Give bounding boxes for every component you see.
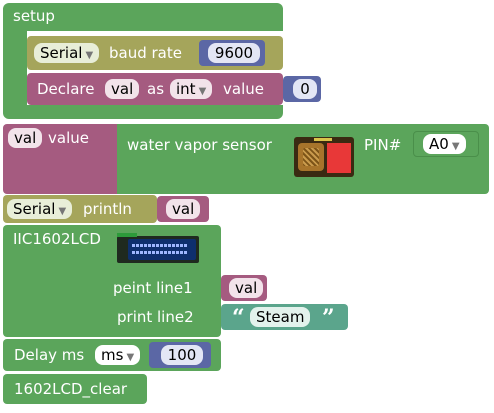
lcd-title: IIC1602LCD — [13, 230, 101, 248]
pin-dropdown[interactable]: A0▼ — [423, 134, 466, 154]
pin-value: A0 — [429, 135, 449, 153]
caret-down-icon: ▼ — [198, 86, 207, 97]
delay-unit-value: ms — [101, 346, 124, 364]
serial-baud-block[interactable]: Serial▼ baud rate 9600 — [27, 36, 283, 70]
baud-rate-label: baud rate — [109, 44, 182, 62]
delay-label: Delay ms — [14, 346, 85, 364]
println-value-field[interactable]: val — [166, 199, 201, 219]
caret-down-icon: ▼ — [126, 352, 135, 363]
println-port-value: Serial — [13, 200, 56, 218]
println-port-dropdown[interactable]: Serial▼ — [7, 199, 73, 219]
lcd-line1-field[interactable]: val — [229, 278, 264, 298]
baud-value-field[interactable]: 9600 — [208, 43, 260, 63]
value-label: value — [223, 80, 264, 98]
declare-value-field[interactable]: 0 — [293, 79, 317, 99]
lcd-line2-label: print line2 — [117, 308, 194, 326]
delay-value-field[interactable]: 100 — [161, 345, 203, 365]
serial-port-dropdown[interactable]: Serial▼ — [34, 43, 100, 63]
lcd-clear-block[interactable]: 1602LCD_clear — [3, 374, 147, 404]
sensor-label: water vapor sensor — [127, 136, 272, 154]
assign-value-label: value — [48, 129, 89, 147]
declare-type-value: int — [176, 80, 196, 98]
open-quote-icon: “ — [232, 305, 245, 331]
lcd-clear-label: 1602LCD_clear — [14, 380, 128, 398]
lcd-module-image — [117, 233, 199, 263]
lcd-line1-label: peint line1 — [113, 279, 193, 297]
delay-block[interactable]: Delay ms ms▼ 100 — [3, 339, 221, 371]
declare-label: Declare — [37, 80, 95, 98]
declare-var-field[interactable]: val — [105, 79, 140, 99]
lcd-line2-field[interactable]: Steam — [250, 307, 311, 327]
serial-port-value: Serial — [40, 44, 83, 62]
serial-println-block[interactable]: Serial▼ println — [3, 195, 157, 223]
pin-label: PIN# — [364, 136, 402, 154]
caret-down-icon: ▼ — [451, 141, 460, 152]
declare-block[interactable]: Declare val as int▼ value — [27, 73, 283, 105]
println-label: println — [83, 200, 132, 218]
as-label: as — [147, 80, 165, 98]
water-vapor-sensor-image — [294, 137, 354, 177]
setup-label: setup — [13, 7, 55, 25]
declare-type-dropdown[interactable]: int▼ — [170, 79, 213, 99]
caret-down-icon: ▼ — [85, 50, 94, 61]
delay-unit-dropdown[interactable]: ms▼ — [95, 345, 141, 365]
close-quote-icon: ” — [322, 305, 335, 331]
caret-down-icon: ▼ — [58, 206, 67, 217]
assign-var-field[interactable]: val — [8, 128, 43, 148]
